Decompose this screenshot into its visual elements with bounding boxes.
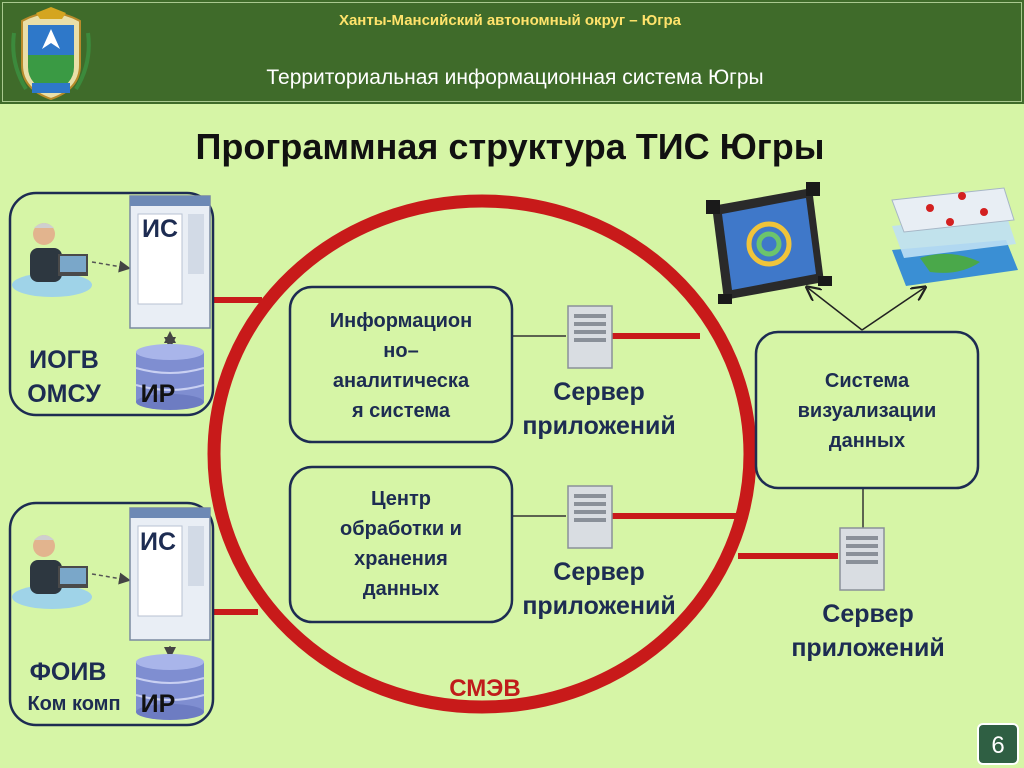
visualization-box [754, 330, 980, 490]
operator-icon [12, 223, 92, 297]
app-window-icon [129, 195, 211, 329]
client2-is-label: ИС [139, 528, 177, 556]
analytics-box-text: Информацион но– аналитическа я система [329, 310, 473, 422]
client-box-1 [8, 191, 215, 417]
visualization-box-text: Система визуализации данных [797, 370, 937, 452]
app-window-icon [129, 507, 211, 641]
smev-label: СМЭВ [449, 675, 521, 702]
arrow-to-map-layers [861, 288, 924, 331]
header-region-title: Ханты-Мансийский автономный округ – Югра [338, 12, 682, 29]
operator-icon [12, 535, 92, 609]
header-bar: Ханты-Мансийский автономный округ – Югра… [0, 0, 1024, 104]
client-box-2 [8, 501, 215, 727]
map-layers-icon [891, 187, 1018, 286]
client1-is-label: ИС [141, 215, 179, 243]
client1-ir-label: ИР [140, 380, 176, 408]
server-icon [567, 305, 613, 369]
server-icon [567, 485, 613, 549]
client1-name-line1: ИОГВ [29, 346, 99, 374]
arrow-to-dashboard [808, 288, 863, 331]
server1-label: Сервер приложений [522, 378, 676, 440]
storage-box-text: Центр обработки и хранения данных [340, 488, 462, 600]
client1-name-line2: ОМСУ [27, 380, 101, 408]
server-icon [839, 527, 885, 591]
header-system-title: Территориальная информационная система Ю… [266, 66, 764, 89]
visualization-server-label: Сервер приложений [791, 600, 945, 662]
page-number: 6 [977, 723, 1019, 765]
header-frame [2, 2, 1022, 102]
server2-label: Сервер приложений [522, 558, 676, 620]
analytics-box [288, 285, 514, 444]
client2-name-line1: ФОИВ [29, 658, 107, 686]
slide-title: Программная структура ТИС Югры [195, 126, 825, 167]
smev-ring [207, 194, 757, 714]
client2-ir-label: ИР [140, 690, 176, 718]
database-icon [135, 344, 205, 410]
database-icon [135, 654, 205, 720]
dashboard-monitor-icon [706, 182, 832, 304]
storage-box [288, 465, 514, 624]
coat-of-arms-icon [11, 7, 91, 101]
client2-name-line2: Ком комп [27, 693, 121, 715]
